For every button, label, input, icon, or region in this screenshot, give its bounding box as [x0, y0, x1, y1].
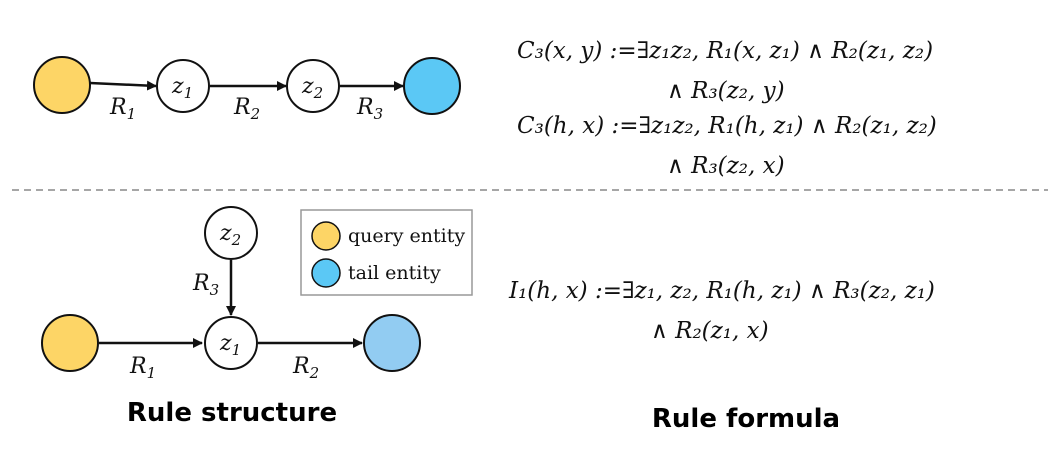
top-tail-entity-node [403, 57, 461, 115]
top-z2-label: z2 [301, 74, 323, 102]
bottom-tail-entity-node [363, 314, 421, 372]
legend-query-entity-swatch [311, 221, 341, 251]
formula-c3-hx-line1: C₃(h, x) :=∃z₁z₂, R₁(h, z₁) ∧ R₂(z₁, z₂) [517, 113, 937, 139]
bottom-edge-r3-label: R3 [192, 271, 219, 299]
bottom-edge-r1-label: R1 [129, 354, 156, 382]
caption-rule-structure: Rule structure [127, 398, 337, 428]
bottom-z1-label: z1 [219, 331, 241, 359]
formula-c3-xy-line2: ∧ R₃(z₂, y) [667, 78, 785, 104]
top-edge-r1-label: R1 [109, 95, 136, 123]
formula-c3-xy-line1: C₃(x, y) :=∃z₁z₂, R₁(x, z₁) ∧ R₂(z₁, z₂) [517, 38, 933, 64]
caption-rule-formula: Rule formula [652, 404, 840, 434]
top-formulas: C₃(x, y) :=∃z₁z₂, R₁(x, z₁) ∧ R₂(z₁, z₂)… [517, 38, 937, 179]
bottom-z1-node [204, 316, 258, 370]
formula-i1-line1: I₁(h, x) :=∃z₁, z₂, R₁(h, z₁) ∧ R₃(z₂, z… [508, 278, 935, 304]
bottom-z2-node [204, 206, 258, 260]
legend: query entity tail entity [300, 209, 473, 296]
top-edge-r3-label: R3 [356, 95, 383, 123]
formula-c3-hx-line2: ∧ R₃(z₂, x) [667, 153, 785, 179]
legend-tail-entity-label: tail entity [348, 262, 441, 284]
top-z1-node [156, 59, 210, 113]
top-query-entity-node [33, 56, 91, 114]
bottom-edge-r2-label: R2 [292, 354, 319, 382]
top-edge-r1 [89, 80, 157, 91]
top-z1-label: z1 [171, 74, 193, 102]
bottom-formulas: I₁(h, x) :=∃z₁, z₂, R₁(h, z₁) ∧ R₃(z₂, z… [508, 278, 935, 344]
top-edge-r2-label: R2 [233, 95, 260, 123]
legend-query-entity-label: query entity [348, 225, 465, 247]
bottom-z2-label: z2 [219, 221, 241, 249]
top-z2-node [286, 59, 340, 113]
top-chain-diagram: z1 z2 R1 R2 R3 [33, 56, 461, 123]
legend-tail-entity-swatch [311, 258, 341, 288]
bottom-query-entity-node [41, 314, 99, 372]
bottom-intersection-diagram: z2 z1 R3 R1 R2 [41, 206, 421, 382]
formula-i1-line2: ∧ R₂(z₁, x) [651, 318, 769, 344]
